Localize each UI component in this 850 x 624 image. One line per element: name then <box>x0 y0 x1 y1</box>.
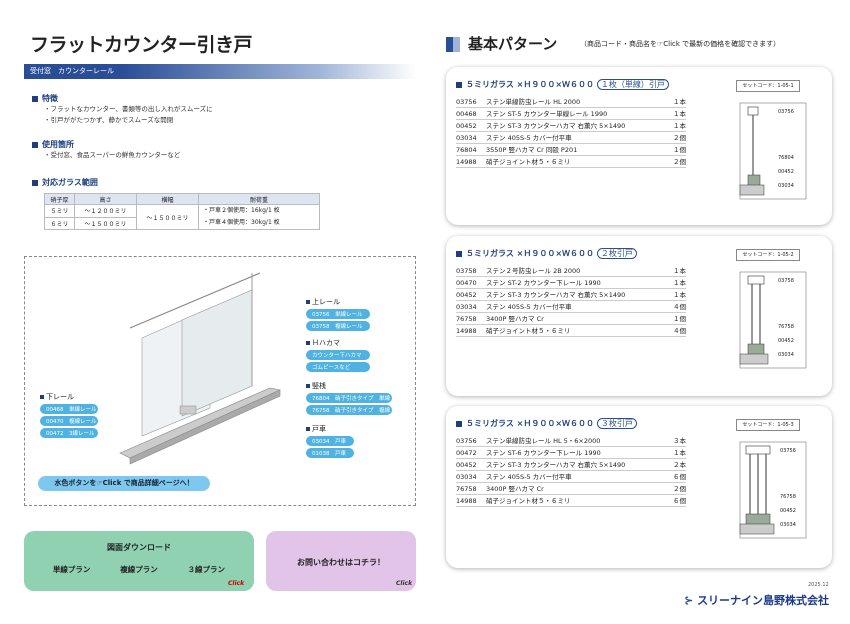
svg-text:00452: 00452 <box>780 508 796 514</box>
label-roller: 戸車 03034 戸車 01038 戸車 <box>306 424 354 458</box>
chip-03756[interactable]: 03756 単線レール <box>306 309 370 319</box>
svg-text:03756: 03756 <box>778 109 794 115</box>
label-h-hakama: Ｈハカマ カウンター下ハカマ ゴムピースなど <box>306 338 370 372</box>
chip-rubber[interactable]: ゴムピースなど <box>306 362 370 372</box>
download-panel: 図面ダウンロード 単線プラン 複線プラン ３線プラン <box>24 531 254 591</box>
diagram-area <box>24 256 416 506</box>
chip-03758[interactable]: 03758 複線レール <box>306 321 370 331</box>
section-drawing-1: 03756 76804 00452 03034 00468 <box>739 102 807 200</box>
download-title: 図面ダウンロード <box>107 543 171 552</box>
pattern-card-2: ５ミリガラス ×Ｈ９００×Ｗ６００ ２枚引戸 セットコード：1-05-2 037… <box>446 236 832 396</box>
svg-text:00452: 00452 <box>778 169 794 175</box>
svg-text:76758: 76758 <box>778 324 794 330</box>
double-plan-button[interactable]: 複線プラン <box>120 565 158 574</box>
single-plan-button[interactable]: 単線プラン <box>52 565 91 574</box>
chip-hakama[interactable]: カウンター下ハカマ <box>306 350 370 360</box>
category-bar: 受付窓 カウンターレール <box>24 64 416 79</box>
svg-text:03756: 03756 <box>780 448 796 454</box>
right-title: 基本パターン <box>446 33 557 54</box>
pattern-title-2: ５ミリガラス ×Ｈ９００×Ｗ６００ ２枚引戸 <box>456 248 637 259</box>
download-click-icon[interactable]: Click <box>228 580 245 587</box>
logo-mark-icon: ⊱ <box>684 594 694 607</box>
chip-00468[interactable]: 00468 単線レール <box>40 404 98 414</box>
pattern-title-3: ５ミリガラス ×Ｈ９００×Ｗ６００ ３枚引戸 <box>456 418 637 429</box>
glass-range-table: 硝子厚高さ横幅耐荷重 ５ミリ〜１２００ミリ〜１５００ミリ・戸車２個使用：16kg… <box>44 193 320 230</box>
triple-plan-button[interactable]: ３線プラン <box>187 565 226 574</box>
glass-range-heading: 対応ガラス範囲 <box>32 177 98 188</box>
issue-date: 2025.12 <box>808 582 829 588</box>
svg-text:03758: 03758 <box>778 278 794 284</box>
label-upper-rail: 上レール 03756 単線レール 03758 複線レール <box>306 297 370 331</box>
section-drawing-2: 03758 76758 00452 03034 00470 <box>739 271 807 369</box>
features-list: ・フラットなカウンター、書類等の出し入れがスムーズに・引戸ががたつかず、静かでス… <box>44 105 213 124</box>
set-code-3: セットコード：1-05-3 <box>736 419 800 431</box>
svg-text:03034: 03034 <box>778 352 794 358</box>
pattern-card-1: ５ミリガラス ×Ｈ９００×Ｗ６００ １枚（単線）引戸 セットコード：1-05-1… <box>446 67 832 225</box>
section-drawing-3: 03756 76758 00452 03034 00472 <box>739 441 807 539</box>
svg-text:00452: 00452 <box>778 338 794 344</box>
chip-03034[interactable]: 03034 戸車 <box>306 436 354 446</box>
aqua-button-hint[interactable]: 水色ボタンを☞Click で商品詳細ページへ！ <box>38 476 210 491</box>
chip-00470[interactable]: 00470 複線レール <box>40 416 98 426</box>
contact-panel[interactable]: お問い合わせはコチラ！ <box>266 531 416 591</box>
svg-text:76758: 76758 <box>780 494 796 500</box>
contact-click-icon[interactable]: Click <box>396 580 413 587</box>
right-subtitle: （商品コード・商品名を☞Click で最新の価格を確認できます） <box>580 40 781 48</box>
page-title: フラットカウンター引き戸 <box>30 34 253 56</box>
svg-text:03034: 03034 <box>778 183 794 189</box>
chip-01038[interactable]: 01038 戸車 <box>306 448 354 458</box>
svg-text:03034: 03034 <box>780 522 796 528</box>
features-heading: 特徴 <box>32 93 58 104</box>
svg-text:76804: 76804 <box>778 155 794 161</box>
label-lower-rail: 下レール 00468 単線レール 00470 複線レール 00472 3線レール <box>40 392 98 438</box>
label-frame: 竪桟 76804 硝子引きタイプ 単線 76758 硝子引きタイプ 複線 <box>306 381 392 415</box>
usage-list: ・受付窓、食品スーパーの鮮魚カウンターなど <box>44 151 181 159</box>
chip-00472[interactable]: 00472 3線レール <box>40 428 98 438</box>
chip-76758[interactable]: 76758 硝子引きタイプ 複線 <box>306 405 392 415</box>
pattern-title-1: ５ミリガラス ×Ｈ９００×Ｗ６００ １枚（単線）引戸 <box>456 79 669 90</box>
usage-heading: 使用箇所 <box>32 139 74 150</box>
counter-door-illustration <box>119 272 281 465</box>
contact-label[interactable]: お問い合わせはコチラ！ <box>297 558 385 567</box>
set-code-1: セットコード：1-05-1 <box>736 80 800 92</box>
company-logo: ⊱ スリーナイン島野株式会社 <box>684 594 830 607</box>
pattern-card-3: ５ミリガラス ×Ｈ９００×Ｗ６００ ３枚引戸 セットコード：1-05-3 037… <box>446 406 832 568</box>
chip-76804[interactable]: 76804 硝子引きタイプ 単線 <box>306 393 392 403</box>
set-code-2: セットコード：1-05-2 <box>736 249 800 261</box>
